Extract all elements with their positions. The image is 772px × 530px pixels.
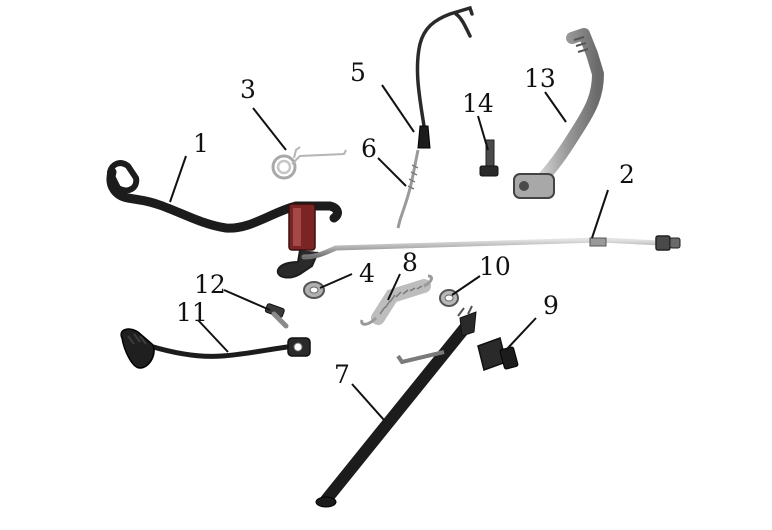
part-5-brake-switch [415, 5, 474, 149]
part-6-switch-spring [396, 149, 420, 229]
callout-7: 7 [334, 360, 350, 389]
callout-2: 2 [619, 160, 635, 189]
leader-13 [544, 91, 567, 123]
callout-6: 6 [361, 134, 377, 163]
callout-12: 12 [194, 270, 226, 299]
leader-14 [477, 115, 489, 151]
callout-14: 14 [462, 89, 494, 118]
part-1-brake-pedal [106, 160, 342, 279]
leader-6 [377, 157, 407, 187]
leader-11 [197, 319, 229, 353]
part-14-bolt [479, 139, 499, 177]
leader-1 [169, 155, 187, 203]
leader-12 [223, 289, 271, 311]
part-3-spring-clip [271, 146, 347, 180]
part-4-nut [303, 281, 325, 299]
leader-lines [169, 84, 609, 421]
leader-9 [505, 317, 537, 351]
callout-1: 1 [193, 129, 209, 158]
leader-3 [252, 107, 287, 151]
part-8-stand-spring [360, 274, 433, 326]
part-11-gear-shift-lever [120, 328, 311, 369]
part-12-bolt [264, 303, 289, 329]
part-13-kick-lever [513, 28, 604, 199]
leader-4 [319, 273, 353, 289]
leader-2 [591, 189, 609, 239]
callout-13: 13 [524, 64, 556, 93]
callout-3: 3 [240, 75, 256, 104]
callout-8: 8 [402, 248, 418, 277]
leader-8 [387, 273, 401, 301]
leader-10 [451, 275, 481, 296]
callout-11: 11 [176, 298, 208, 327]
callout-9: 9 [543, 291, 559, 320]
leader-5 [381, 84, 415, 133]
part-9-pivot-bolt [477, 337, 519, 371]
callout-10: 10 [479, 252, 511, 281]
part-2-brake-rod [301, 235, 681, 260]
leader-7 [351, 383, 385, 421]
callout-5: 5 [350, 58, 366, 87]
callout-4: 4 [359, 259, 375, 288]
part-7-side-stand [315, 305, 477, 508]
